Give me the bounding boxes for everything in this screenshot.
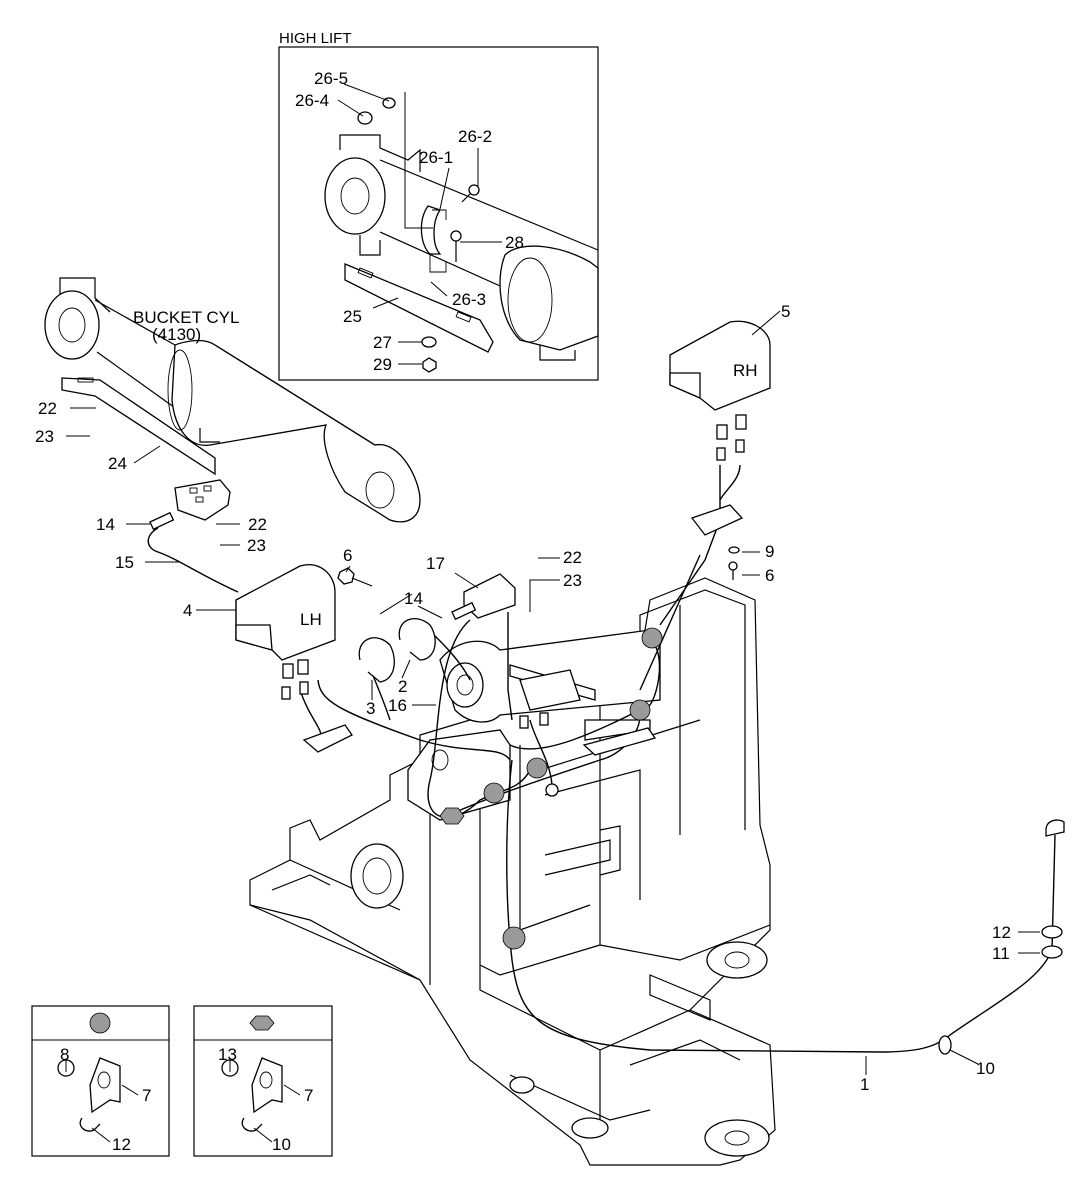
sensor-14-right: [451, 601, 477, 621]
legend-left-callout-8: 8: [60, 1045, 69, 1064]
callout-22-b: 22: [248, 515, 267, 534]
bracket-24: [61, 377, 216, 476]
callout-22-c: 22: [563, 548, 582, 567]
inset-clamp-26-1: [420, 205, 447, 273]
sensor-14-left: [149, 511, 175, 531]
callout-10-a: 10: [976, 1059, 995, 1078]
wiring-harness: [147, 464, 1056, 1053]
callout-4: 4: [183, 601, 192, 620]
callout-22-a: 22: [38, 399, 57, 418]
clamp-location-markers: [439, 627, 663, 950]
inset-frame: [278, 46, 599, 381]
clip-12: [1041, 925, 1063, 939]
callout-28: 28: [505, 233, 524, 252]
clip-11: [1041, 945, 1063, 959]
bracket-17-lower: [174, 479, 231, 521]
bucket-cylinder: [44, 277, 421, 523]
inset-washer-27: [421, 336, 437, 348]
callout-24: 24: [108, 454, 127, 473]
callout-26-4: 26-4: [295, 91, 329, 110]
clamp-3: [358, 637, 395, 683]
callout-17: 17: [426, 554, 445, 573]
callout-15: 15: [115, 553, 134, 572]
high-lift-inset: HIGH LIFT: [278, 30, 599, 381]
boom-mount-and-tower: [407, 629, 661, 821]
callout-26-2: 26-2: [458, 127, 492, 146]
clip-10: [938, 1035, 952, 1055]
inset-nut-29: [422, 357, 437, 373]
callout-14-b: 14: [404, 589, 423, 608]
callout-23-b: 23: [247, 536, 266, 555]
callout-26-5: 26-5: [314, 69, 348, 88]
inset-cylinder: [324, 134, 599, 361]
hook-end: [1045, 819, 1065, 837]
work-lamp-rh: RH: [669, 320, 771, 411]
legend-left-callout-7: 7: [142, 1086, 151, 1105]
callout-1: 1: [860, 1075, 869, 1094]
lamp-lh-text: LH: [300, 610, 322, 629]
callout-5: 5: [781, 302, 790, 321]
callout-23-a: 23: [35, 427, 54, 446]
callout-labels: 26-5 26-4 26-2 26-1 28 26-3 25 27 29 5 2…: [35, 69, 1011, 1154]
legend-left-callout-12: 12: [112, 1135, 131, 1154]
harness-mount-brackets: [302, 504, 744, 756]
cylinder-label-line2: (4130): [152, 325, 201, 344]
inset-title: HIGH LIFT: [279, 30, 352, 47]
cylinder-label-line1: BUCKET CYL: [133, 308, 239, 327]
inset-washer-26-5: [382, 97, 396, 109]
callout-27: 27: [373, 333, 392, 352]
callout-11: 11: [992, 944, 1010, 963]
callout-23-c: 23: [563, 571, 582, 590]
harness-connectors: [281, 414, 747, 729]
leader-lines: [66, 310, 1040, 1075]
legend-right-callout-7: 7: [304, 1086, 313, 1105]
callout-26-1: 26-1: [419, 148, 453, 167]
callout-2: 2: [398, 677, 407, 696]
callout-29: 29: [373, 355, 392, 374]
callout-6-b: 6: [765, 566, 774, 585]
legend-right-callout-13: 13: [218, 1045, 237, 1064]
callout-25: 25: [343, 307, 362, 326]
callout-16: 16: [388, 696, 407, 715]
washer-9: [728, 546, 740, 554]
inset-bracket-25: [344, 263, 494, 353]
callout-3: 3: [366, 699, 375, 718]
legend-box-hexagon: [193, 1005, 333, 1157]
lamp-rh-text: RH: [733, 361, 758, 380]
callout-6-a: 6: [343, 546, 352, 565]
inset-bolt-26-2: [461, 184, 480, 203]
clamp-2: [398, 618, 436, 661]
work-lamp-lh: LH: [235, 564, 336, 661]
callout-12-a: 12: [992, 923, 1011, 942]
inset-bolt-28: [450, 230, 462, 262]
legend-right-callout-10: 10: [272, 1135, 291, 1154]
legend-box-circle: [31, 1005, 170, 1157]
loader-frame: [249, 577, 776, 1166]
callout-14-a: 14: [96, 515, 115, 534]
bolt-6-upper: [337, 567, 373, 587]
callout-9: 9: [765, 542, 774, 561]
callout-26-3: 26-3: [452, 290, 486, 309]
bolt-6-right: [728, 561, 738, 580]
